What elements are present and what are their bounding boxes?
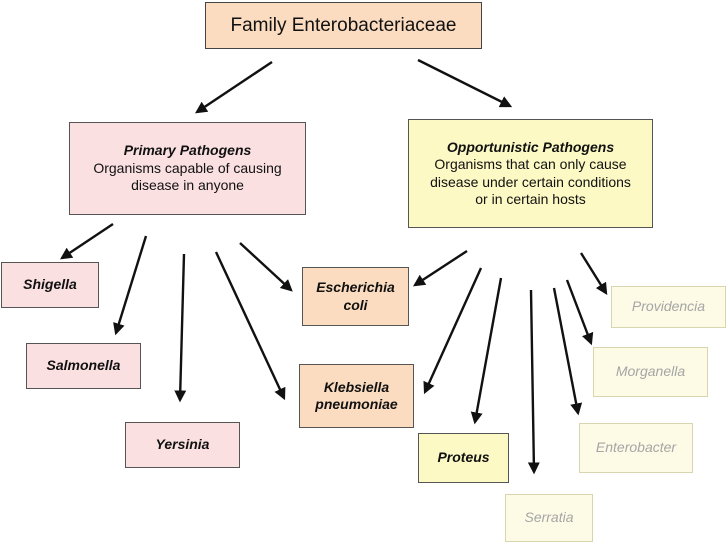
genus-escherichia-coli-line-2: coli — [343, 296, 368, 313]
genus-serratia-box: Serratia — [505, 494, 593, 542]
genus-yersinia-box: Yersinia — [125, 422, 240, 468]
arrow-opportunistic-to-proteus — [470, 277, 503, 425]
genus-escherichia-coli-line-1: Escherichia — [316, 279, 395, 295]
genus-klebsiella-pneumoniae-box: Klebsiella pneumoniae — [299, 364, 414, 428]
arrow-opportunistic-to-providencia — [579, 252, 608, 296]
family-title: Family Enterobacteriaceae — [230, 14, 457, 36]
genus-shigella-box: Shigella — [1, 262, 99, 308]
primary-pathogens-box: Primary Pathogens Organisms capable of c… — [69, 122, 306, 215]
genus-salmonella-label: Salmonella — [46, 357, 121, 374]
primary-pathogens-heading: Primary Pathogens — [123, 142, 252, 159]
genus-providencia-label: Providencia — [631, 298, 706, 315]
arrow-opportunistic-to-serratia — [527, 289, 540, 475]
genus-proteus-box: Proteus — [418, 433, 509, 483]
arrow-title-to-opportunistic — [417, 58, 513, 108]
genus-yersinia-label: Yersinia — [155, 436, 210, 453]
genus-enterobacter-label: Enterobacter — [595, 439, 677, 456]
opportunistic-pathogens-description-line-2: disease under certain conditions — [430, 173, 631, 190]
arrow-opportunistic-to-enterobacter — [552, 287, 583, 416]
primary-pathogens-description-line-2: disease in anyone — [131, 177, 244, 194]
arrow-primary-to-yersinia — [174, 253, 187, 403]
arrow-opportunistic-to-morganella — [565, 279, 594, 346]
opportunistic-pathogens-heading: Opportunistic Pathogens — [446, 138, 615, 155]
genus-salmonella-box: Salmonella — [26, 343, 141, 389]
arrow-primary-to-shigella — [60, 223, 114, 260]
opportunistic-pathogens-description-line-1: Organisms that can only cause — [434, 156, 627, 172]
genus-enterobacter-box: Enterobacter — [579, 423, 693, 473]
primary-pathogens-description-line-1: Organisms capable of causing — [93, 159, 282, 176]
genus-shigella-label: Shigella — [23, 276, 77, 293]
opportunistic-pathogens-box: Opportunistic Pathogens Organisms that c… — [408, 119, 653, 228]
arrows-group — [60, 58, 608, 475]
genus-providencia-box: Providencia — [611, 286, 726, 328]
arrow-opportunistic-to-escherichia — [412, 249, 468, 287]
arrow-primary-to-klebsiella — [214, 251, 286, 401]
genus-morganella-box: Morganella — [593, 347, 708, 397]
arrow-primary-to-escherichia — [239, 242, 293, 292]
opportunistic-pathogens-description-line-3: or in certain hosts — [475, 191, 586, 207]
genus-klebsiella-pneumoniae-line-1: Klebsiella — [323, 378, 390, 395]
genus-serratia-label: Serratia — [524, 509, 574, 526]
genus-klebsiella-pneumoniae-line-2: pneumoniae — [315, 396, 398, 412]
genus-proteus-label: Proteus — [437, 449, 490, 466]
arrow-title-to-primary — [195, 61, 273, 114]
arrow-primary-to-salmonella — [113, 235, 148, 336]
genus-escherichia-coli-box: Escherichia coli — [302, 267, 409, 326]
arrow-opportunistic-to-klebsiella — [423, 267, 483, 395]
genus-morganella-label: Morganella — [615, 363, 686, 380]
family-title-box: Family Enterobacteriaceae — [205, 2, 482, 49]
